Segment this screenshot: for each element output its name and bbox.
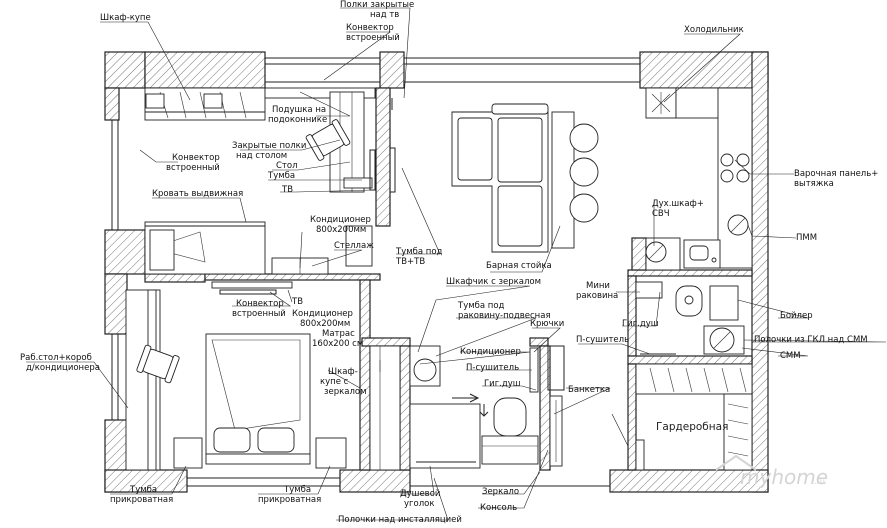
label-bar-counter: Барная стойка xyxy=(486,261,552,271)
label-cabinet-mirror: Шкафчик с зеркалом xyxy=(446,277,541,287)
label-cushion-2: подоконнике xyxy=(268,115,327,125)
desk-area xyxy=(305,91,373,193)
label-oven: Дух.шкаф+ xyxy=(652,199,704,209)
label-nightstand-right: Тумба xyxy=(283,485,311,495)
dressing-room xyxy=(635,363,753,471)
label-wardrobe-mirror-2: купе с xyxy=(320,377,349,387)
label-rack: Стеллаж xyxy=(334,241,374,251)
label-nightstand-left: Тумба xyxy=(129,485,157,495)
label-convector-bed-2: встроенный xyxy=(232,309,286,319)
label-stand: Тумба xyxy=(267,171,295,181)
label-tv-top: ТВ xyxy=(281,185,293,195)
label-convector-top: Конвектор xyxy=(346,23,394,33)
label-tv-stand-2: ТВ+ТВ xyxy=(395,257,425,267)
label-mattress: Матрас xyxy=(322,329,355,339)
label-tv-stand: Тумба под xyxy=(395,247,443,257)
label-convector-top-2: встроенный xyxy=(346,33,400,43)
label-work-desk-2: д/кондиционера xyxy=(26,363,100,373)
bedroom-furniture xyxy=(125,281,347,471)
watermark: myhome .ru xyxy=(715,454,828,489)
label-desk: Стол xyxy=(276,161,298,171)
label-bin: Банкетка xyxy=(568,385,610,395)
label-mini-sink-2: раковина xyxy=(576,291,618,301)
label-nightstand-left-2: прикроватная xyxy=(110,495,173,505)
label-ac-top-2: 800х200мм xyxy=(316,225,366,235)
label-shelves-closed-tv-2: над тв xyxy=(370,10,399,20)
label-fridge: Холодильник xyxy=(684,25,744,35)
label-towel-bath: П-сушитель xyxy=(466,363,519,373)
label-convector-left-2: встроенный xyxy=(166,163,220,173)
label-console: Консоль xyxy=(480,503,517,513)
label-convector-bed: Конвектор xyxy=(236,299,284,309)
label-convector-left: Конвектор xyxy=(172,153,220,163)
label-hyg-shower-top: Гиг.душ xyxy=(622,319,659,329)
label-ac-bed-2: 800х200мм xyxy=(300,319,350,329)
label-sink-stand-2: раковину-подвесная xyxy=(458,311,551,321)
label-shelves-closed-tv: Полки закрытые xyxy=(340,0,414,10)
label-bed-pullout: Кровать выдвижная xyxy=(152,189,243,199)
label-boiler: Бойлер xyxy=(780,311,813,321)
label-shelves-gkl: Полочки из ГКЛ над СМM xyxy=(754,335,868,345)
label-tv-bed: ТВ xyxy=(291,297,303,307)
wc-small xyxy=(635,281,745,355)
label-dressing: Гардеробная xyxy=(656,421,728,433)
tv-stand xyxy=(345,225,373,267)
label-hyg-shower-bath: Гиг.душ xyxy=(484,379,521,389)
label-wardrobe-mirror-3: зеркалом xyxy=(324,387,367,397)
bathroom xyxy=(369,345,565,471)
watermark-brand: myhome xyxy=(740,465,828,489)
label-install-shelves: Полочки над инсталляцией xyxy=(338,515,462,525)
watermark-tld: .ru xyxy=(814,477,825,486)
label-oven-2: СВЧ xyxy=(652,209,670,219)
kitchen xyxy=(645,87,753,271)
labels: Шкаф-купе Полки закрытые над тв Конвекто… xyxy=(20,0,878,525)
label-sink-stand: Тумба под xyxy=(457,301,505,311)
label-mini-sink: Мини xyxy=(586,281,610,291)
label-ac-top: Кондиционер xyxy=(310,215,371,225)
label-towel-top: П-сушитель xyxy=(576,335,629,345)
label-mirror: Зеркало xyxy=(482,487,519,497)
label-closed-shelves-desk-2: над столом xyxy=(236,151,287,161)
leader-lines xyxy=(26,7,887,521)
bar-counter xyxy=(551,111,599,249)
label-mattress-2: 160х200 см xyxy=(312,339,363,349)
label-dishwasher: ПММ xyxy=(796,233,817,243)
cushion xyxy=(264,87,376,99)
label-hob: Варочная панель+ xyxy=(794,169,878,179)
label-ac-bath: Кондиционер xyxy=(460,347,521,357)
outer-walls xyxy=(104,51,769,493)
label-work-desk: Раб.стол+короб xyxy=(20,353,92,363)
label-hooks: Крючки xyxy=(530,319,564,329)
label-ac-bed: Кондиционер xyxy=(292,309,353,319)
sofa xyxy=(451,103,549,253)
label-wardrobe-mirror: Шкаф- xyxy=(328,367,358,377)
label-wardrobe-coupe: Шкаф-купе xyxy=(100,13,151,23)
pullout-bed xyxy=(144,221,266,275)
label-shower-2: уголок xyxy=(404,499,434,509)
label-hob-2: вытяжка xyxy=(794,179,834,189)
label-nightstand-right-2: прикроватная xyxy=(258,495,321,505)
label-shower: Душевой xyxy=(400,489,440,499)
label-washer: СМM xyxy=(780,351,801,361)
label-closed-shelves-desk: Закрытые полки xyxy=(232,141,306,151)
wardrobe-top xyxy=(144,87,266,121)
label-cushion: Подушка на xyxy=(272,105,326,115)
